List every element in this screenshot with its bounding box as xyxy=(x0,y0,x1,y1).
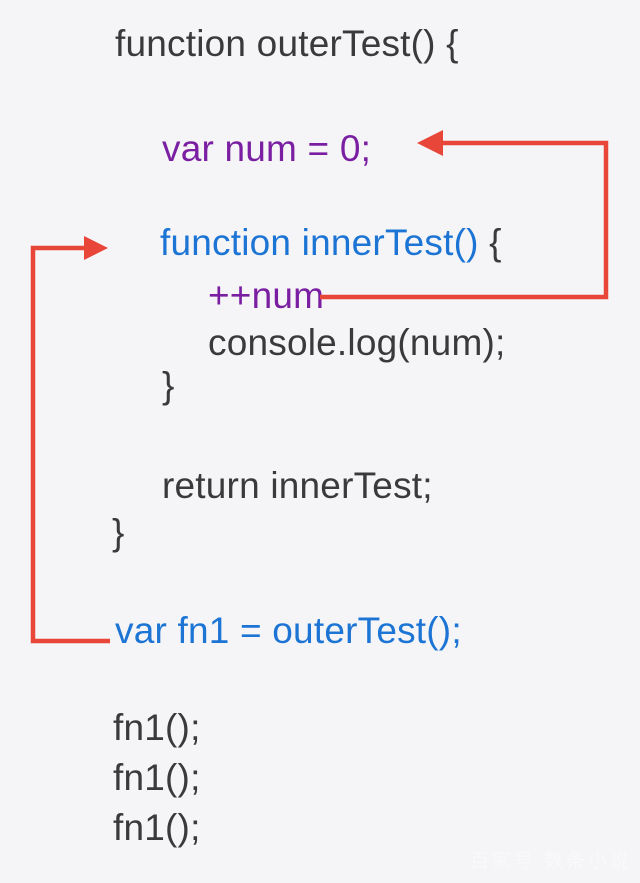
code-segment: function outerTest() { xyxy=(115,23,459,64)
code-segment: var num = 0; xyxy=(162,128,372,169)
code-line: console.log(num); xyxy=(208,324,506,361)
code-segment: } xyxy=(162,365,175,406)
watermark: 百家号 数条小说 xyxy=(469,851,632,872)
code-line: return innerTest; xyxy=(162,467,433,504)
code-line: fn1(); xyxy=(113,759,201,796)
code-line: var num = 0; xyxy=(162,130,371,167)
code-segment: { xyxy=(489,222,502,263)
code-segment: ++num xyxy=(208,275,325,316)
code-segment: function innerTest() xyxy=(160,222,490,263)
code-line: var fn1 = outerTest(); xyxy=(115,612,462,649)
code-line: } xyxy=(112,514,125,551)
code-line: fn1(); xyxy=(113,809,201,846)
code-line: function outerTest() { xyxy=(115,25,459,62)
code-segment: var fn1 = outerTest(); xyxy=(115,610,462,651)
code-segment: fn1(); xyxy=(113,707,201,748)
code-segment: console.log(num); xyxy=(208,322,506,363)
code-segment: } xyxy=(112,512,125,553)
code-line: ++num xyxy=(208,277,324,314)
code-segment: fn1(); xyxy=(113,807,201,848)
code-segment: return innerTest; xyxy=(162,465,433,506)
code-segment: fn1(); xyxy=(113,757,201,798)
code-line: function innerTest() { xyxy=(160,224,502,261)
code-line: fn1(); xyxy=(113,709,201,746)
code-line: } xyxy=(162,367,175,404)
